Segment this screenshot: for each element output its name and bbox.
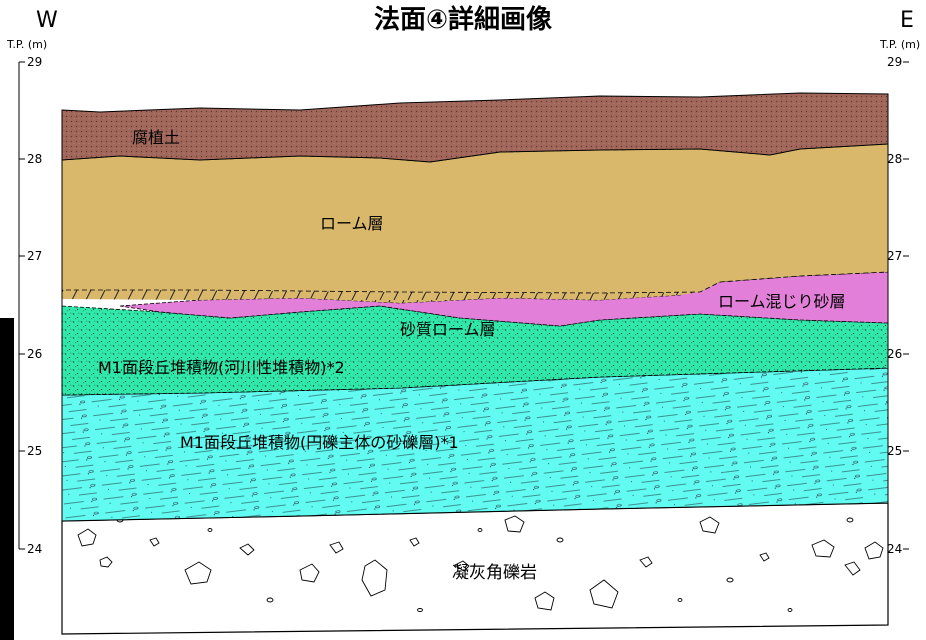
left-tick-24: 24 [27, 542, 42, 556]
west-label: W [36, 8, 58, 33]
label-sandy-loam: 砂質ローム層 [400, 320, 496, 339]
left-tick-27: 27 [27, 249, 42, 263]
left-tick-26: 26 [27, 347, 42, 361]
black-bar [0, 318, 14, 640]
right-tick-26: 26 [887, 347, 902, 361]
diagram-title: 法面④詳細画像 [374, 4, 553, 35]
label-humus: 腐植土 [132, 128, 180, 147]
layer-humus [61, 92, 889, 163]
right-tick-28: 28 [887, 152, 902, 166]
left-tick-25: 25 [27, 444, 42, 458]
left-axis-unit: T.P. (m) [6, 38, 47, 51]
left-tick-29: 29 [27, 55, 42, 69]
label-loam-sand: ローム混じり砂層 [718, 292, 846, 311]
right-tick-25: 25 [887, 444, 902, 458]
right-tick-27: 27 [887, 249, 902, 263]
right-axis-unit: T.P. (m) [879, 38, 920, 51]
section-outline [61, 94, 889, 634]
layer-hatched-transition [62, 290, 700, 303]
label-loam: ローム層 [320, 214, 384, 233]
label-m1-gravel: M1面段丘堆積物(円礫主体の砂礫層)*1 [180, 433, 459, 452]
layer-loam [61, 143, 889, 294]
left-tick-28: 28 [27, 152, 42, 166]
left-elevation-axis: T.P. (m) 29 28 27 26 25 24 [6, 38, 47, 556]
east-label: E [900, 8, 914, 33]
label-tuff-breccia: 凝灰角礫岩 [452, 563, 537, 583]
layer-m1-fluvial [61, 305, 889, 396]
right-elevation-axis: T.P. (m) 29 28 27 26 25 24 [879, 38, 920, 556]
right-tick-29: 29 [887, 55, 902, 69]
label-m1-fluvial: M1面段丘堆積物(河川性堆積物)*2 [98, 358, 345, 377]
right-tick-24: 24 [887, 542, 902, 556]
